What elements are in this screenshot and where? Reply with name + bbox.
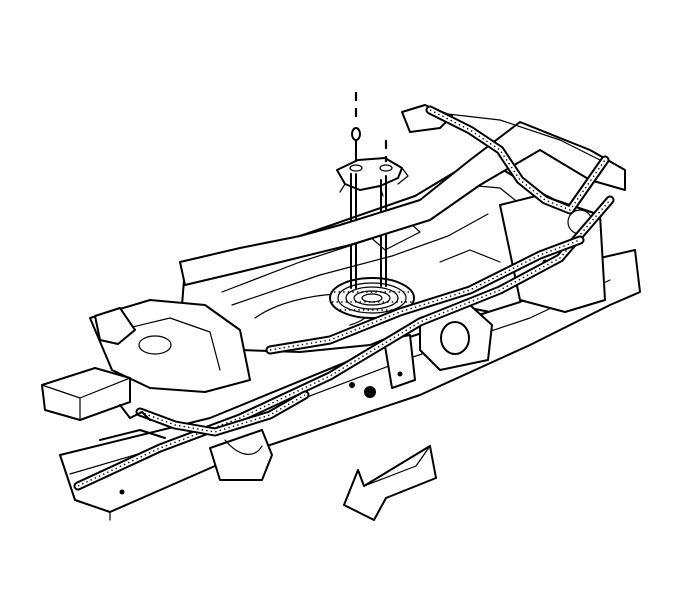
canister-module <box>41 307 136 421</box>
bracket-icon <box>94 307 136 345</box>
bolt-icon <box>351 127 361 141</box>
mounting-bracket <box>336 157 409 197</box>
front-direction-arrow-icon <box>343 445 437 521</box>
wiring-harness <box>73 105 615 491</box>
